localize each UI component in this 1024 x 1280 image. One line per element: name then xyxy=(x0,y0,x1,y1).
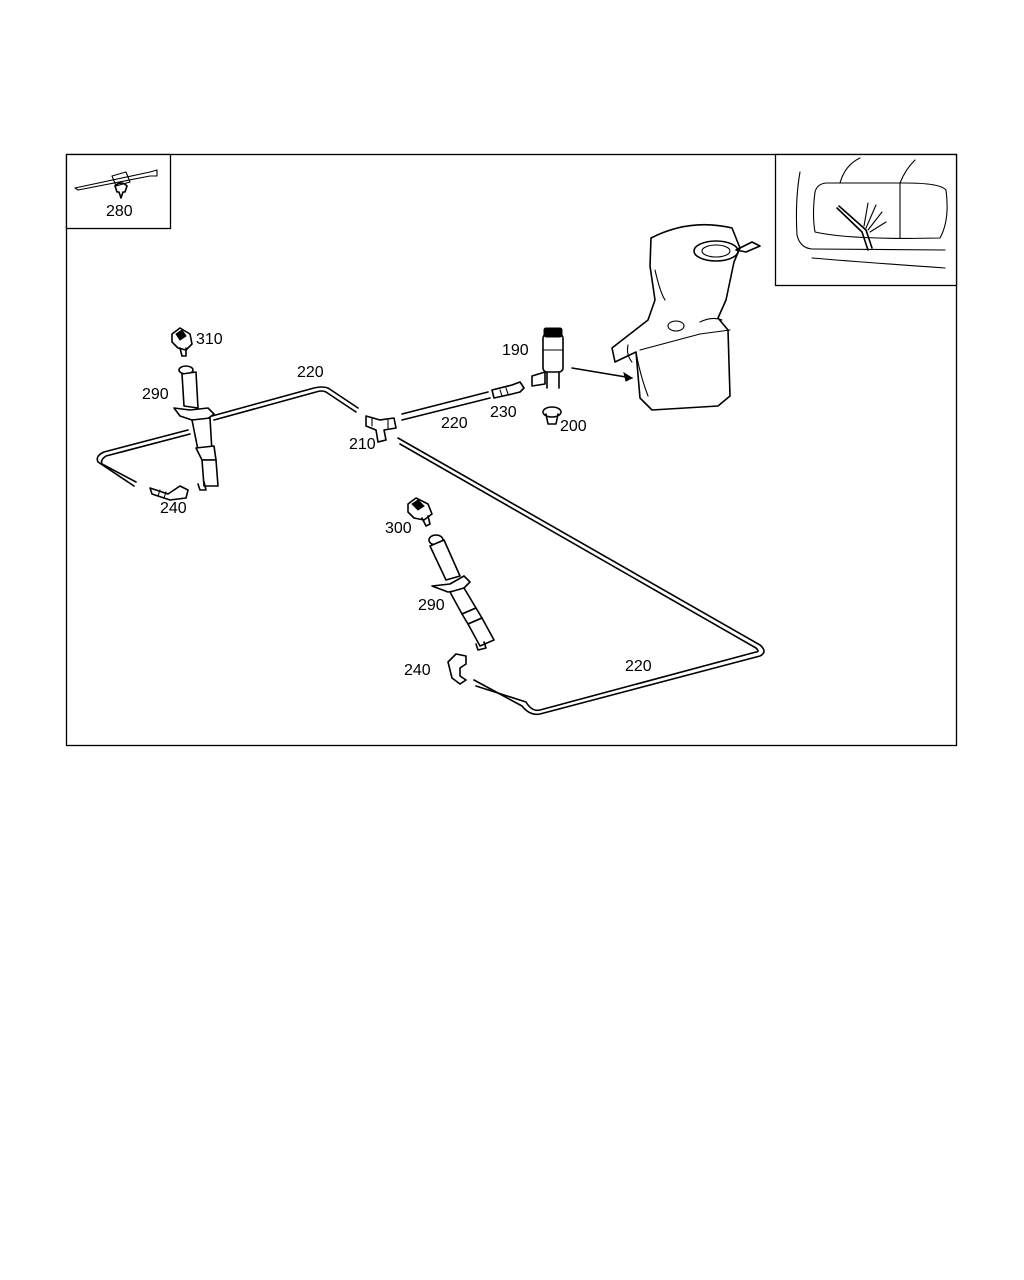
label-230: 230 xyxy=(490,404,517,421)
label-290-right: 290 xyxy=(418,597,445,614)
label-190: 190 xyxy=(502,342,529,359)
connector-230 xyxy=(491,381,525,399)
telescopic-cylinder-290-left xyxy=(173,365,219,491)
elbow-240-right xyxy=(447,653,467,685)
washer-pump-190 xyxy=(531,327,634,389)
t-piece-210 xyxy=(365,415,397,443)
label-240-left: 240 xyxy=(160,500,187,517)
label-290-left: 290 xyxy=(142,386,169,403)
hose-220-long xyxy=(397,437,765,716)
nozzle-310 xyxy=(171,327,193,357)
label-200: 200 xyxy=(560,418,587,435)
label-310: 310 xyxy=(196,331,223,348)
label-300: 300 xyxy=(385,520,412,537)
label-220-middle: 220 xyxy=(441,415,468,432)
washer-reservoir xyxy=(611,223,761,411)
label-280: 280 xyxy=(106,203,133,220)
elbow-240-left xyxy=(149,485,189,501)
label-220-bottom: 220 xyxy=(625,658,652,675)
inset-car-headlamp xyxy=(774,153,958,287)
hose-220-middle xyxy=(401,391,491,421)
grommet-200 xyxy=(542,406,562,425)
label-210: 210 xyxy=(349,436,376,453)
nozzle-300 xyxy=(407,497,433,527)
hose-220-left xyxy=(96,386,359,487)
telescopic-cylinder-290-right xyxy=(428,534,495,651)
label-240-right: 240 xyxy=(404,662,431,679)
diagram-frame xyxy=(65,153,958,747)
inset-clip-280: 280 xyxy=(65,153,172,230)
label-220-top: 220 xyxy=(297,364,324,381)
